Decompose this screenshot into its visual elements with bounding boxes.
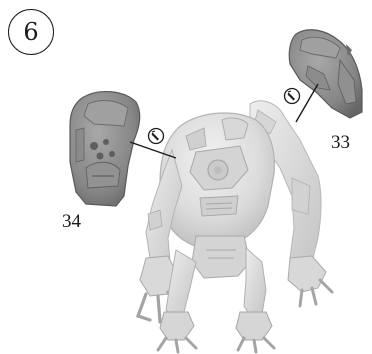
part-label-34: 34 bbox=[62, 212, 81, 231]
part-34-shield bbox=[70, 92, 140, 206]
step-number-badge: 6 bbox=[8, 9, 54, 55]
legs bbox=[158, 236, 274, 352]
main-figure bbox=[138, 101, 332, 352]
step-number: 6 bbox=[23, 18, 38, 46]
glue-dot-icon bbox=[285, 89, 300, 104]
part-33-shoulder bbox=[289, 30, 362, 118]
glue-dot-icon bbox=[149, 129, 164, 144]
part-label-33: 33 bbox=[331, 133, 350, 152]
leader-line-33 bbox=[296, 84, 318, 122]
